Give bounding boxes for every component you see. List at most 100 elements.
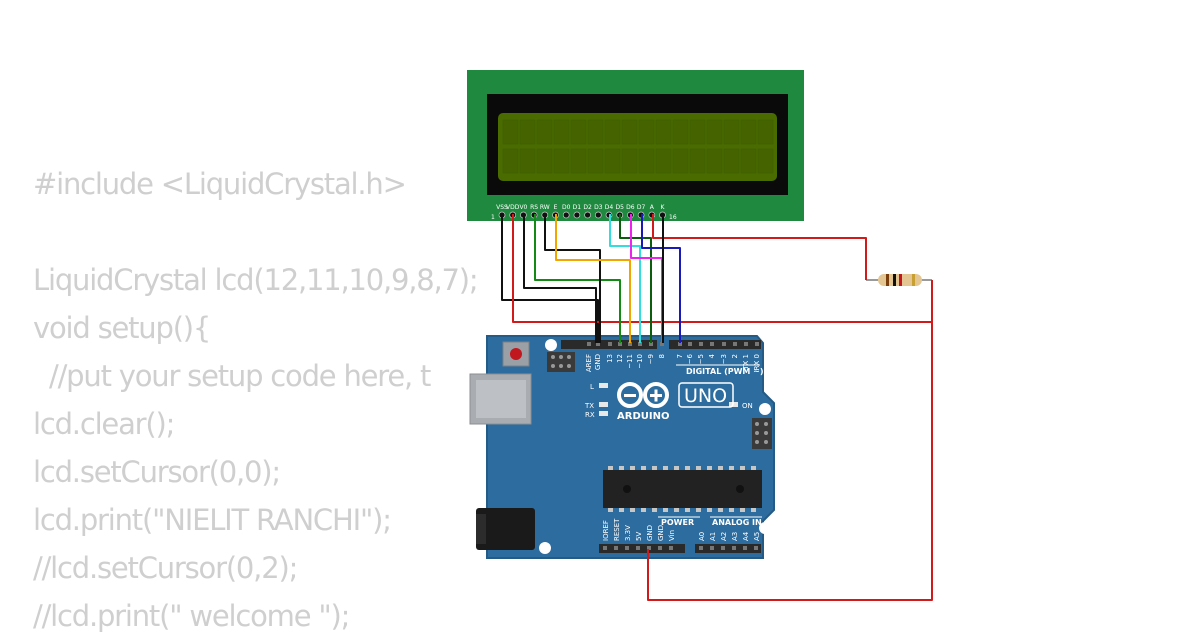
lcd-pin-label: D2: [583, 204, 592, 211]
analog-pin-label: A3: [731, 532, 739, 541]
reset-button[interactable]: [502, 341, 530, 367]
resistor-band: [886, 274, 889, 286]
analog-pin[interactable]: [743, 546, 747, 550]
icsp-header-right: [752, 418, 772, 449]
lcd-char-cell: [740, 148, 757, 174]
digital-pin[interactable]: [649, 342, 653, 346]
code-line: lcd.print("NIELIT RANCHI");: [33, 503, 392, 537]
wire-d7-pin7[interactable]: [641, 214, 681, 343]
digital-pin[interactable]: [678, 342, 682, 346]
analog-pin[interactable]: [710, 546, 714, 550]
power-pin-label: GND: [657, 525, 665, 541]
power-pin[interactable]: [647, 546, 651, 550]
analog-pin-label: A2: [720, 532, 728, 541]
digital-pin[interactable]: [699, 342, 703, 346]
usb-port-face: [476, 380, 526, 418]
analog-pin[interactable]: [699, 546, 703, 550]
wire-resistor-5v[interactable]: [647, 280, 933, 601]
lcd-pin-label: RS: [530, 204, 538, 211]
power-pin[interactable]: [658, 546, 662, 550]
digital-pin[interactable]: [660, 342, 664, 346]
digital-header-holes: [587, 342, 759, 346]
usb-port[interactable]: [469, 373, 532, 425]
chip-leg: [740, 466, 745, 470]
digital-pin[interactable]: [628, 342, 632, 346]
power-pin-label: 3.3V: [624, 525, 632, 541]
wire-d6-pin8[interactable]: [630, 214, 663, 343]
wire-rw-gnd[interactable]: [544, 214, 601, 343]
power-label: POWER: [661, 518, 694, 527]
lcd-char-cell: [757, 148, 774, 174]
mounting-hole: [759, 403, 771, 415]
lcd-pin[interactable]: [584, 211, 591, 219]
icsp-header-top: [547, 352, 575, 372]
wire-a-resistor[interactable]: [652, 214, 867, 280]
chip-leg: [740, 508, 745, 512]
digital-pin[interactable]: [596, 342, 600, 346]
chip-leg: [707, 466, 712, 470]
lcd-pin[interactable]: [594, 211, 602, 219]
digital-pin[interactable]: [618, 342, 622, 346]
digital-pin[interactable]: [733, 342, 737, 346]
power-pin[interactable]: [669, 546, 673, 550]
digital-pin-label: 13: [606, 354, 614, 363]
wire-d5-pin9[interactable]: [619, 214, 652, 343]
wire-vss-gnd[interactable]: [501, 214, 599, 343]
analog-pin[interactable]: [732, 546, 736, 550]
power-pin-label: Vin: [668, 530, 676, 541]
digital-pin[interactable]: [688, 342, 692, 346]
power-jack-rim: [476, 514, 486, 544]
wire-rs-pin12[interactable]: [534, 214, 621, 343]
chip-leg: [718, 508, 723, 512]
resistor-band: [912, 274, 915, 286]
digital-pin[interactable]: [608, 342, 612, 346]
digital-pin-label: 7: [676, 354, 684, 358]
wire-d4-pin10[interactable]: [609, 214, 641, 343]
power-pin[interactable]: [625, 546, 629, 550]
lcd-char-cell: [757, 119, 774, 145]
lcd-pin-label: D1: [573, 204, 582, 211]
digital-pin[interactable]: [638, 342, 642, 346]
digital-pin-label: ~9: [647, 354, 655, 364]
code-line: #include <LiquidCrystal.h>: [33, 167, 407, 201]
mounting-hole: [759, 522, 771, 534]
digital-pin[interactable]: [587, 342, 591, 346]
chip-leg: [718, 466, 723, 470]
digital-pin[interactable]: [722, 342, 726, 346]
power-pin[interactable]: [636, 546, 640, 550]
lcd-pin[interactable]: [573, 211, 581, 219]
digital-pin-label: ~11: [626, 354, 634, 369]
lcd-char-cell: [689, 148, 706, 174]
power-jack[interactable]: [476, 508, 535, 550]
analog-pin[interactable]: [721, 546, 725, 550]
resistor-band: [899, 274, 902, 286]
lcd-pin-first-label: 1: [491, 214, 495, 221]
reset-button-cap: [510, 348, 522, 360]
chip-leg: [630, 466, 635, 470]
digital-pin[interactable]: [744, 342, 748, 346]
resistor[interactable]: [866, 274, 932, 286]
digital-pin-label: 4: [708, 353, 716, 358]
wire-v0-gnd[interactable]: [523, 214, 597, 343]
led-l: [599, 383, 608, 388]
wire-e-pin11[interactable]: [555, 214, 631, 343]
digital-pin[interactable]: [710, 342, 714, 346]
chip-leg: [685, 508, 690, 512]
digital-pin[interactable]: [755, 342, 759, 346]
power-pin[interactable]: [614, 546, 618, 550]
mounting-hole: [545, 339, 557, 351]
lcd-char-cell: [587, 148, 604, 174]
power-header: [599, 544, 685, 553]
digital-pin-label: 8: [658, 354, 666, 358]
bottom-header-holes: [603, 546, 758, 550]
chip-leg: [663, 508, 668, 512]
lcd-char-cell: [723, 148, 740, 174]
power-pin[interactable]: [603, 546, 607, 550]
analog-pin[interactable]: [754, 546, 758, 550]
lcd-pin[interactable]: [562, 211, 570, 219]
wire-vdd-5v[interactable]: [512, 214, 932, 323]
